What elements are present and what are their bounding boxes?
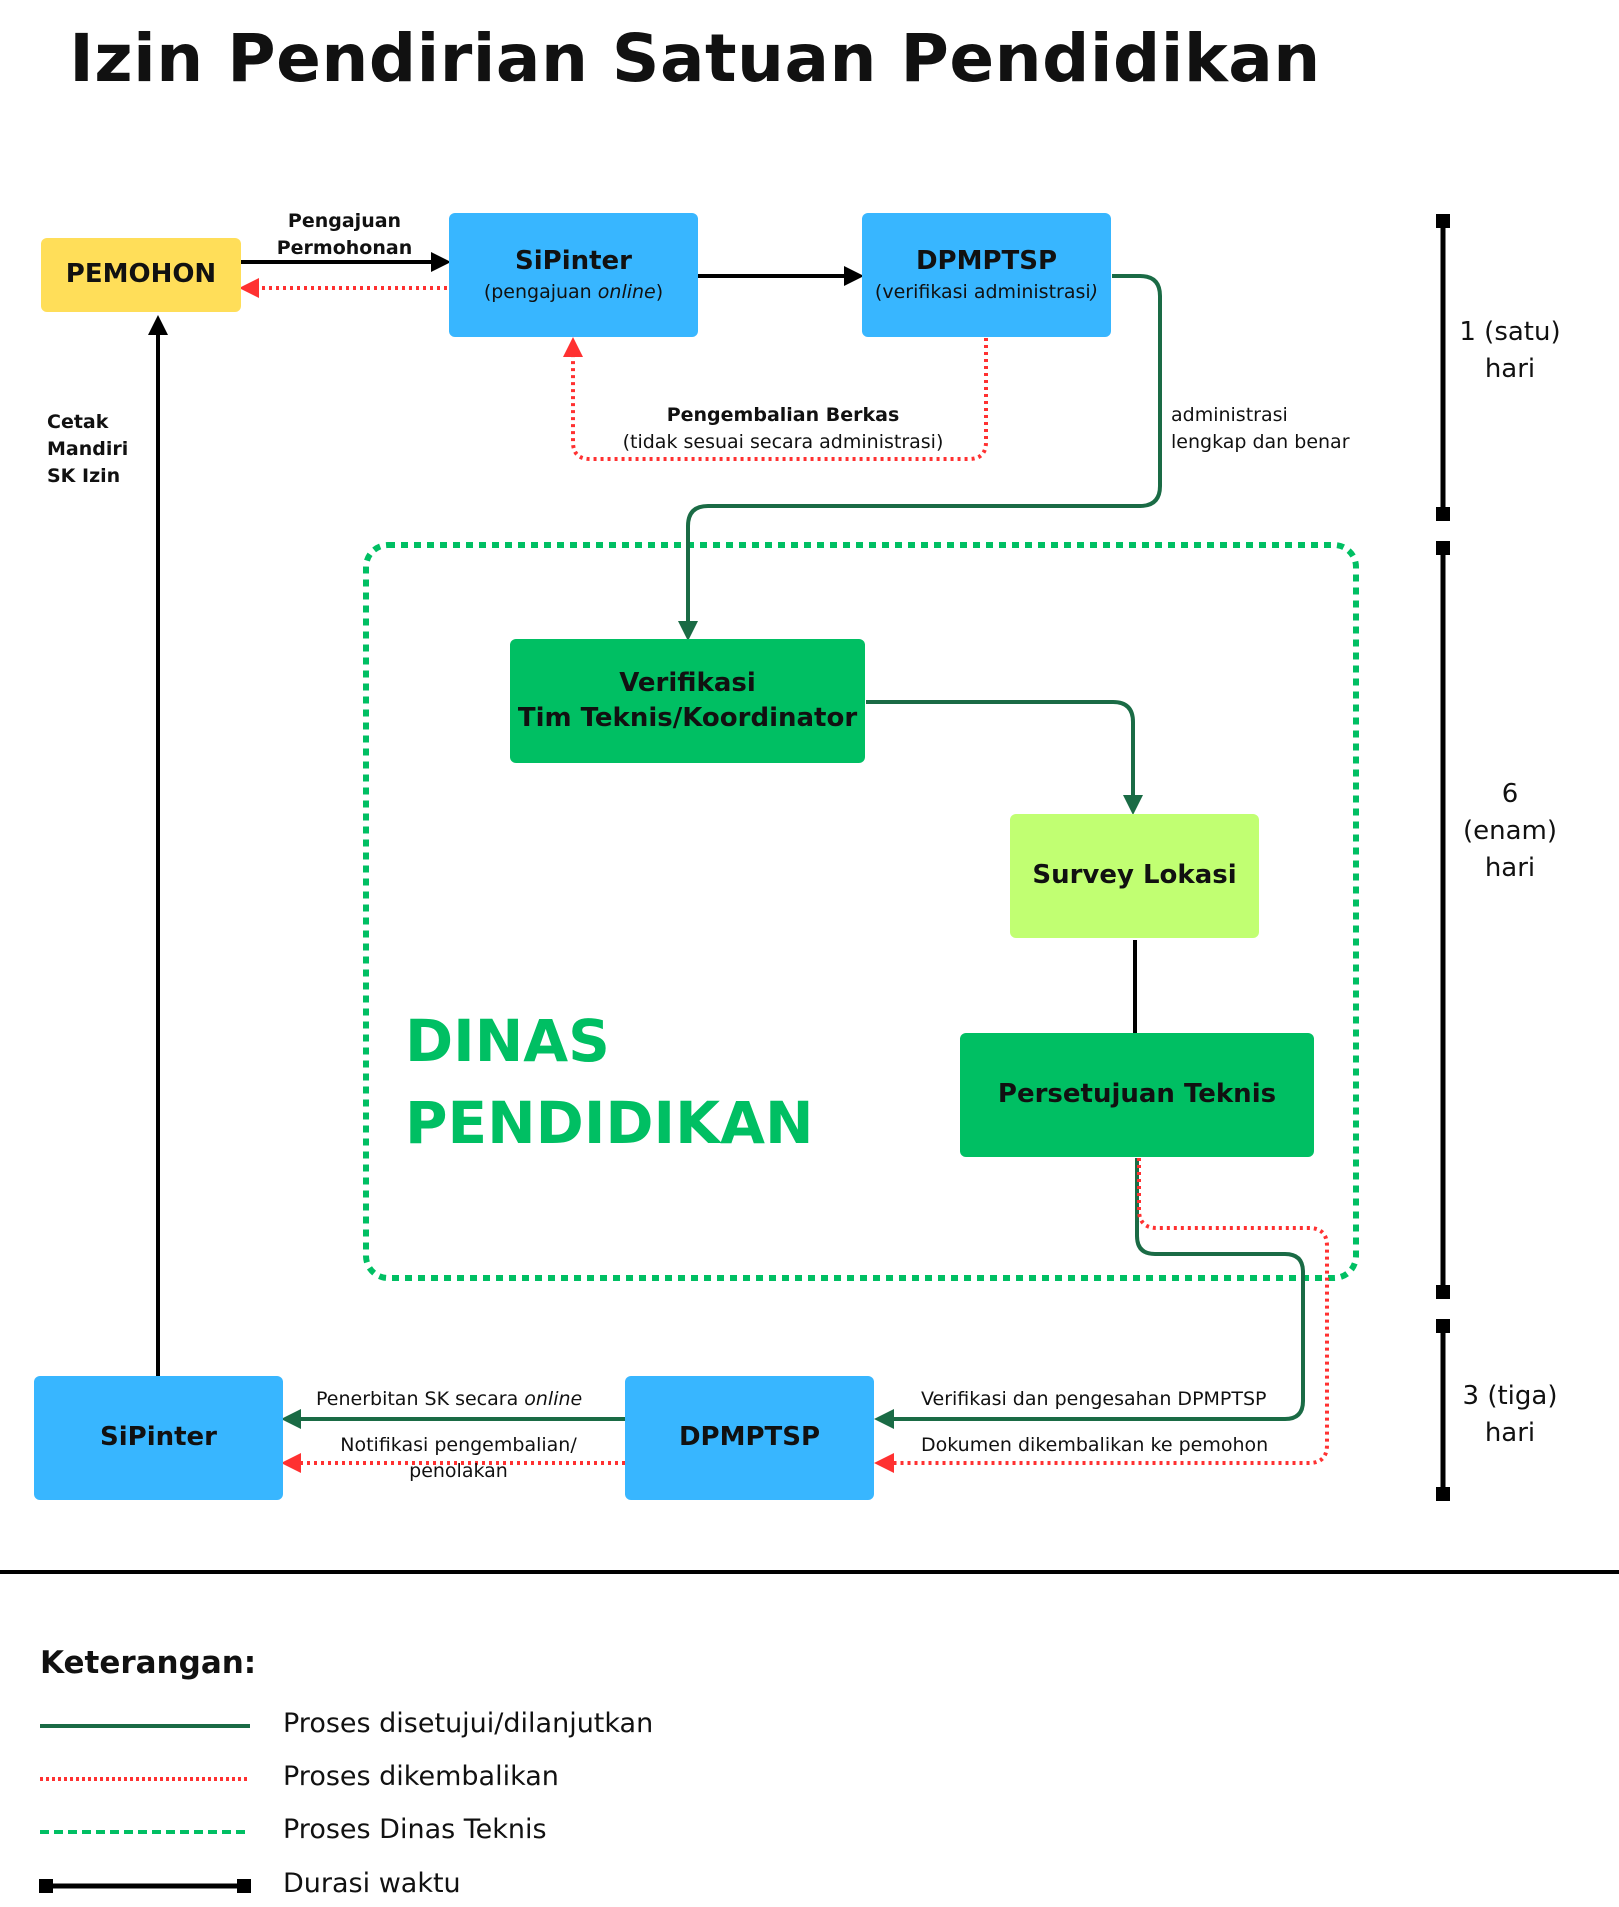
- legend-item-dinas: Proses Dinas Teknis: [283, 1814, 547, 1845]
- node-dpmptsp-top: DPMPTSP (verifikasi administrasi): [862, 213, 1111, 337]
- dinas-group-border: [363, 542, 1359, 1281]
- duration-bar-2: [1436, 541, 1450, 1299]
- node-pemohon: PEMOHON: [41, 238, 241, 312]
- node-dpmptsp-top-title: DPMPTSP: [915, 246, 1058, 277]
- node-sipinter-top: SiPinter (pengajuan online): [449, 213, 698, 337]
- label-cetak-mandiri: Cetak Mandiri SK Izin: [47, 411, 129, 487]
- duration-label-1: 1 (satu) hari: [1459, 317, 1561, 384]
- node-dpmptsp-top-subtitle: (verifikasi administrasi): [874, 281, 1099, 304]
- node-persetujuan: Persetujuan Teknis: [960, 1033, 1314, 1157]
- arrow-persetujuan-return-to-dpmptsp: [874, 1158, 1329, 1473]
- node-survey-title: Survey Lokasi: [1032, 860, 1237, 891]
- label-pengajuan-permohonan: Pengajuan Permohonan: [276, 210, 413, 259]
- legend-item-duration: Durasi waktu: [283, 1868, 461, 1899]
- legend-sample-duration: [39, 1879, 251, 1893]
- legend-title: Keterangan:: [40, 1645, 257, 1681]
- node-dpmptsp-bottom: DPMPTSP: [625, 1376, 874, 1500]
- node-verifikasi: Verifikasi Tim Teknis/Koordinator: [510, 639, 865, 763]
- node-verifikasi-line2: Tim Teknis/Koordinator: [517, 703, 858, 733]
- node-persetujuan-title: Persetujuan Teknis: [997, 1079, 1277, 1110]
- legend-item-returned: Proses dikembalikan: [283, 1761, 559, 1792]
- label-administrasi-lengkap: administrasi lengkap dan benar: [1171, 404, 1350, 453]
- page-title: Izin Pendirian Satuan Pendidikan: [69, 20, 1321, 97]
- legend-item-approved: Proses disetujui/dilanjutkan: [283, 1708, 654, 1739]
- node-sipinter-bottom-title: SiPinter: [100, 1422, 217, 1453]
- label-notifikasi-pengembalian: Notifikasi pengembalian/ penolakan: [340, 1434, 577, 1482]
- group-label-dinas-pendidikan: DINAS PENDIDIKAN: [405, 1007, 814, 1157]
- node-survey: Survey Lokasi: [1010, 814, 1259, 938]
- arrow-verifikasi-to-survey: [866, 700, 1143, 815]
- node-dpmptsp-bottom-title: DPMPTSP: [678, 1422, 821, 1453]
- label-pengembalian-berkas: Pengembalian Berkas (tidak sesuai secara…: [622, 404, 944, 453]
- node-sipinter-bottom: SiPinter: [34, 1376, 283, 1500]
- duration-label-3: 3 (tiga) hari: [1462, 1381, 1558, 1448]
- label-penerbitan-sk: Penerbitan SK secara online: [316, 1388, 583, 1410]
- label-dokumen-dikembalikan: Dokumen dikembalikan ke pemohon: [921, 1434, 1269, 1456]
- node-verifikasi-line1: Verifikasi: [619, 667, 756, 698]
- node-sipinter-top-title: SiPinter: [515, 246, 632, 277]
- arrow-persetujuan-to-dpmptsp: [874, 1158, 1305, 1429]
- node-sipinter-top-subtitle: (pengajuan online): [483, 281, 664, 304]
- duration-bar-3: [1436, 1319, 1450, 1501]
- duration-bar-1: [1436, 214, 1450, 521]
- duration-label-2: 6 (enam) hari: [1462, 779, 1558, 883]
- label-verifikasi-pengesahan: Verifikasi dan pengesahan DPMPTSP: [921, 1388, 1267, 1410]
- arrow-dpmptsp-to-verifikasi: [678, 274, 1162, 641]
- node-pemohon-title: PEMOHON: [65, 259, 217, 290]
